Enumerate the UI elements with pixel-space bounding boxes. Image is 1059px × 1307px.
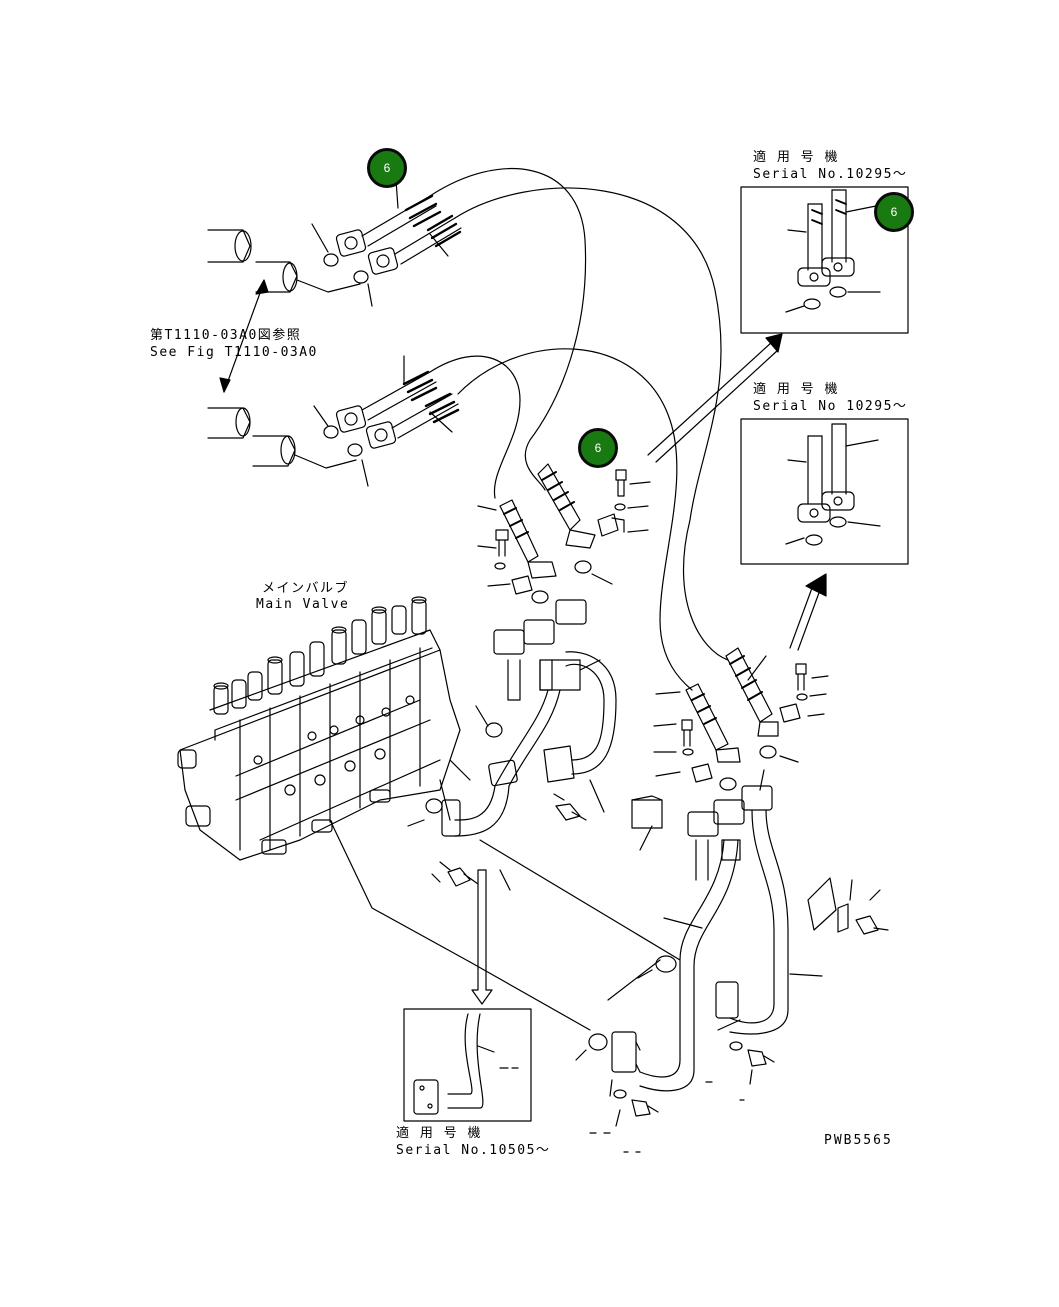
ref-arrow-up xyxy=(223,281,265,393)
arrow-down xyxy=(471,869,493,1005)
callout-part-6-middle[interactable]: 6 xyxy=(578,428,618,468)
right-lower-tubes xyxy=(575,809,889,1127)
ref-en-label: See Fig T1110-03A0 xyxy=(150,345,318,360)
lower-hose-fittings xyxy=(207,355,460,487)
main-valve-en-label: Main Valve xyxy=(256,597,350,612)
long-hoses xyxy=(429,168,729,691)
serial-c-jp-label: 適 用 号 機 xyxy=(396,1126,482,1141)
callout-part-6-inset[interactable]: 6 xyxy=(874,192,914,232)
serial-a-jp-label: 適 用 号 機 xyxy=(753,150,839,165)
inset-b xyxy=(740,418,909,565)
leader-line xyxy=(607,959,661,1001)
inset-arrows xyxy=(647,333,827,651)
ref-jp-label: 第T1110-03A0図参照 xyxy=(150,328,302,343)
leader-line xyxy=(469,961,591,1031)
drawing-number: PWB5565 xyxy=(824,1133,893,1148)
right-clamp-set xyxy=(631,647,829,881)
upper-hose-fittings xyxy=(207,179,462,307)
lower-left-tube xyxy=(329,651,681,963)
main-valve xyxy=(177,596,461,861)
inset-c xyxy=(403,1008,532,1122)
serial-a-en-label: Serial No.10295～ xyxy=(753,167,908,182)
serial-b-en-label: Serial No 10295～ xyxy=(753,399,908,414)
callout-part-6-top[interactable]: 6 xyxy=(367,148,407,188)
serial-c-en-label: Serial No.10505～ xyxy=(396,1143,551,1158)
serial-b-jp-label: 適 用 号 機 xyxy=(753,382,839,397)
main-valve-jp-label: メインバルブ xyxy=(262,581,350,596)
inset-a xyxy=(740,186,909,334)
middle-clamp-set xyxy=(477,463,651,701)
